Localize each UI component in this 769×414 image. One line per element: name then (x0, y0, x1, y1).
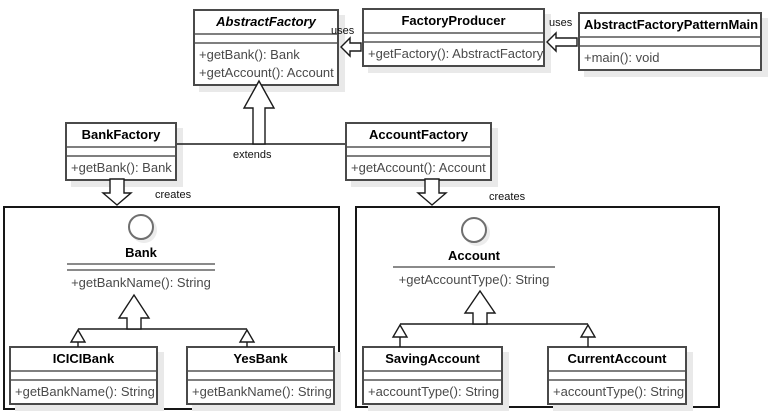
uses-arrow (546, 31, 578, 53)
class-bank-factory: BankFactory +getBank(): Bank (65, 122, 177, 181)
interface-circle-icon (461, 217, 487, 243)
attributes-compartment (364, 372, 501, 381)
methods-compartment: +accountType(): String (549, 381, 685, 403)
method: +getBankName(): String (15, 384, 155, 399)
class-factory-producer: FactoryProducer +getFactory(): AbstractF… (362, 8, 545, 67)
class-title: FactoryProducer (364, 10, 543, 34)
method: +getAccount(): Account (199, 65, 334, 80)
methods-compartment: +getBank(): Bank +getAccount(): Account (195, 44, 337, 84)
attributes-compartment (188, 372, 333, 381)
methods-compartment: +getAccount(): Account (347, 157, 490, 179)
separator (393, 266, 555, 268)
attributes-compartment (549, 372, 685, 381)
class-pattern-main: AbstractFactoryPatternMain +main(): void (578, 12, 762, 71)
method: +main(): void (584, 50, 660, 65)
interface-bank: Bank +getBankName(): String (67, 214, 215, 290)
class-icici-bank: ICICIBank +getBankName(): String (9, 346, 158, 405)
class-title: AccountFactory (347, 124, 490, 148)
methods-compartment: +main(): void (580, 47, 760, 69)
package-account (355, 206, 720, 408)
class-yes-bank: YesBank +getBankName(): String (186, 346, 335, 405)
uses-label: uses (549, 17, 573, 29)
creates-label: creates (489, 191, 526, 203)
extends-arrow (242, 79, 276, 145)
attributes-compartment (347, 148, 490, 157)
uses-label: uses (331, 25, 355, 37)
interface-name: Account (448, 248, 500, 263)
method: +getAccount(): Account (351, 160, 486, 175)
separator (67, 263, 215, 271)
class-title: CurrentAccount (549, 348, 685, 372)
package-bank (3, 206, 340, 410)
class-title: SavingAccount (364, 348, 501, 372)
creates-arrow (416, 178, 448, 206)
method: +getBankName(): String (192, 384, 332, 399)
attributes-compartment (67, 148, 175, 157)
method: +getBank(): Bank (71, 160, 172, 175)
creates-label: creates (155, 189, 192, 201)
method: +accountType(): String (368, 384, 500, 399)
class-title: AbstractFactoryPatternMain (580, 14, 760, 38)
methods-compartment: +getFactory(): AbstractFactory (364, 43, 543, 65)
class-title: AbstractFactory (195, 11, 337, 35)
uses-arrow (340, 36, 362, 58)
class-title: YesBank (188, 348, 333, 372)
method: +accountType(): String (553, 384, 685, 399)
extends-label: extends (233, 149, 272, 161)
interface-circle-icon (128, 214, 154, 240)
class-saving-account: SavingAccount +accountType(): String (362, 346, 503, 405)
method: +getAccountType(): String (398, 272, 550, 287)
interface-name: Bank (125, 245, 157, 260)
methods-compartment: +getBankName(): String (188, 381, 333, 403)
creates-arrow (101, 178, 133, 206)
attributes-compartment (580, 38, 760, 47)
interface-account: Account +getAccountType(): String (393, 217, 555, 287)
method: +getBank(): Bank (199, 47, 300, 62)
methods-compartment: +getBankName(): String (11, 381, 156, 403)
class-abstract-factory: AbstractFactory +getBank(): Bank +getAcc… (193, 9, 339, 86)
method: +getFactory(): AbstractFactory (368, 46, 544, 61)
attributes-compartment (195, 35, 337, 44)
class-account-factory: AccountFactory +getAccount(): Account (345, 122, 492, 181)
class-title: BankFactory (67, 124, 175, 148)
attributes-compartment (364, 34, 543, 43)
methods-compartment: +accountType(): String (364, 381, 501, 403)
class-current-account: CurrentAccount +accountType(): String (547, 346, 687, 405)
attributes-compartment (11, 372, 156, 381)
class-title: ICICIBank (11, 348, 156, 372)
methods-compartment: +getBank(): Bank (67, 157, 175, 179)
method: +getBankName(): String (71, 275, 211, 290)
